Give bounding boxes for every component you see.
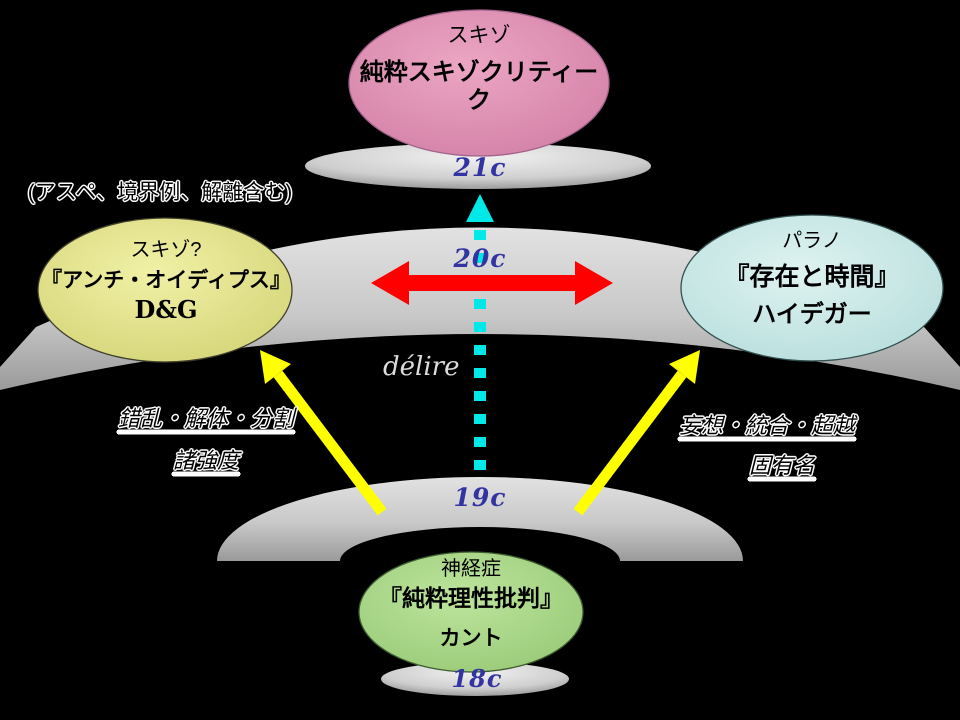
dg-tag: スキゾ?: [130, 239, 202, 261]
paranoia-title: 『存在と時間』: [724, 263, 900, 291]
paranoia-node-text: パラノ 『存在と時間』 ハイデガー: [680, 230, 944, 328]
red-double-arrow: [371, 261, 613, 305]
right-process-label: 妄想・統合・超越: [678, 413, 855, 438]
pedestal-21c: [305, 143, 651, 189]
century-20c: 20c: [453, 244, 507, 273]
neurosis-author: カント: [439, 627, 503, 651]
paranoia-ellipse: [680, 214, 944, 362]
paranoia-tag: パラノ: [782, 230, 842, 252]
aside-note: (アスペ、境界例、解離含む): [27, 181, 293, 204]
neurosis-tag: 神経症: [441, 558, 501, 580]
neurosis-node-text: 神経症 『純粋理性批判』 カント: [357, 558, 585, 652]
neurosis-title: 『純粋理性批判』: [379, 585, 563, 611]
dg-author: D&G: [134, 295, 198, 325]
dg-title: 『アンチ・オイディプス』: [41, 269, 291, 292]
left-keyword-label: 諸強度: [172, 448, 239, 473]
schizo-ellipse: [348, 9, 610, 157]
yellow-arrow-left-shaft: [273, 370, 387, 516]
paranoia-author: ハイデガー: [752, 300, 872, 328]
pedestal-18c: [381, 662, 569, 696]
century-21c: 21c: [453, 153, 507, 182]
neurosis-ellipse: [358, 551, 584, 673]
yellow-arrow-right-shaft: [573, 370, 687, 516]
century-18c: 18c: [451, 664, 503, 693]
yellow-arrow-left-head-icon: [260, 350, 291, 384]
arch-19c: [217, 477, 743, 561]
left-process-label: 錯乱・解体・分割: [117, 406, 294, 431]
delire-label: délire: [383, 352, 460, 382]
timeline-up-arrowhead-icon: [466, 194, 494, 222]
schizo-tag: スキゾ: [447, 24, 511, 47]
dg-node-text: スキゾ? 『アンチ・オイディプス』 D&G: [38, 239, 294, 324]
yellow-arrow-right-head-icon: [669, 350, 700, 384]
dg-ellipse: [37, 217, 293, 363]
schizo-node-text: スキゾ 純粋スキゾクリティーク: [349, 24, 609, 114]
right-keyword-label: 固有名: [748, 453, 815, 478]
schizo-title: 純粋スキゾクリティーク: [359, 59, 599, 114]
century-19c: 19c: [453, 483, 507, 512]
